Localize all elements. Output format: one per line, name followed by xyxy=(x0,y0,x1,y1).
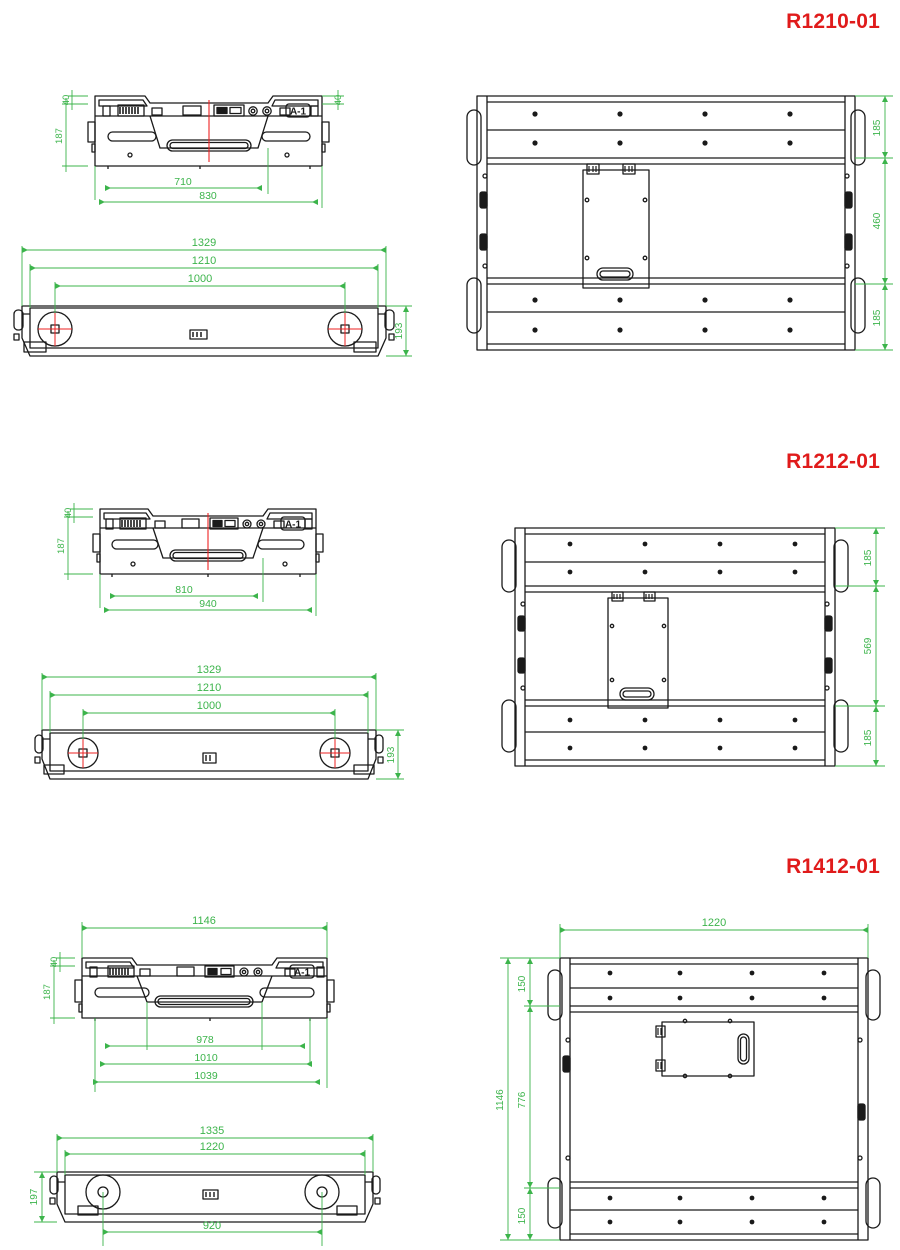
dim-1210-r1212: 1210 xyxy=(197,682,221,694)
dim-193-r1212: 193 xyxy=(386,746,397,763)
dim-1146-front: 1146 xyxy=(192,915,216,927)
dim-810: 810 xyxy=(175,584,193,596)
dim-1146-side: 1146 xyxy=(495,1089,506,1111)
callout-a1-label: A-1 xyxy=(290,107,307,118)
dim-187-left-r1412: 187 xyxy=(42,984,53,1000)
dim-187-left-r1212: 187 xyxy=(56,538,67,554)
r1210-side-view: 185 460 185 xyxy=(465,88,900,378)
model-title-r1210: R1210-01 xyxy=(786,10,880,33)
dim-1000-r1212: 1000 xyxy=(197,700,221,712)
dim-1000: 1000 xyxy=(188,273,212,285)
r1210-front-view: A-1 40 187 40 710 830 xyxy=(0,70,420,220)
dim-185-top-r1212: 185 xyxy=(863,549,874,566)
dim-940: 940 xyxy=(199,598,217,610)
dim-185-bottom-r1212: 185 xyxy=(863,729,874,746)
dim-150-top: 150 xyxy=(517,975,528,992)
dim-569: 569 xyxy=(863,637,874,654)
dim-710: 710 xyxy=(174,176,192,188)
r1212-front-view: A-1 40 187 810 940 xyxy=(0,482,420,627)
callout-a1-label-r1212: A-1 xyxy=(285,520,302,531)
dim-1010: 1010 xyxy=(194,1052,218,1064)
dim-197: 197 xyxy=(29,1188,40,1205)
dim-40-left-r1212: 40 xyxy=(63,508,74,519)
dim-1220-bottom: 1220 xyxy=(200,1141,224,1153)
callout-a1-label-r1412: A-1 xyxy=(294,968,311,979)
dim-1039: 1039 xyxy=(194,1070,218,1082)
dim-1210: 1210 xyxy=(192,255,216,267)
dim-1329: 1329 xyxy=(192,237,216,249)
dim-1220-side: 1220 xyxy=(702,917,726,929)
dim-978: 978 xyxy=(196,1034,214,1046)
dim-150-bottom: 150 xyxy=(517,1207,528,1224)
r1212-side-view: 185 569 185 xyxy=(480,508,900,798)
dim-193: 193 xyxy=(394,322,405,339)
dim-185-bottom: 185 xyxy=(872,309,883,326)
dim-40-left: 40 xyxy=(61,95,72,106)
dim-185-top: 185 xyxy=(872,119,883,136)
dim-40-right: 40 xyxy=(333,95,344,106)
r1412-bottom-view: 1335 1220 197 920 xyxy=(0,1120,430,1250)
dim-460: 460 xyxy=(872,212,883,229)
dim-40-left-r1412: 40 xyxy=(49,957,60,968)
r1212-top-view: 1329 1210 1000 193 xyxy=(0,655,430,795)
r1412-side-view: 1220 150 776 150 1146 xyxy=(480,910,900,1250)
model-title-r1412: R1412-01 xyxy=(786,855,880,878)
dim-830: 830 xyxy=(199,190,217,202)
dim-187-left: 187 xyxy=(54,128,65,144)
r1210-top-view: 1329 1210 1000 193 xyxy=(0,228,430,378)
dim-1335: 1335 xyxy=(200,1125,224,1137)
model-title-r1212: R1212-01 xyxy=(786,450,880,473)
dim-920: 920 xyxy=(203,1220,221,1232)
dim-776: 776 xyxy=(517,1091,528,1108)
r1412-front-view: A-1 1146 40 187 978 1010 xyxy=(0,910,420,1100)
dim-1329-r1212: 1329 xyxy=(197,664,221,676)
